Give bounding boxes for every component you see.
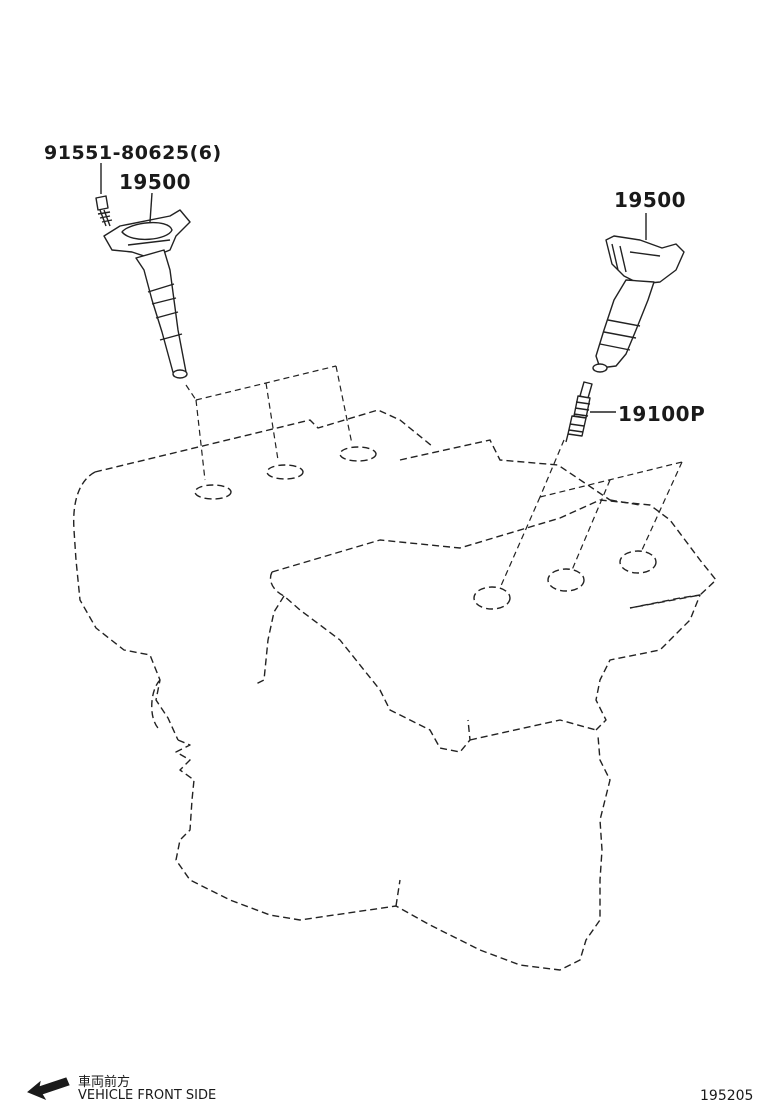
vehicle-front-label-jp: 車両前方 — [78, 1075, 131, 1090]
ignition-coil-left — [95, 163, 191, 379]
arrow-left-down-icon — [27, 1077, 70, 1101]
spark-plug — [565, 381, 616, 443]
engine-block-outline — [72, 409, 717, 971]
spark-plug-part-number: 19100P — [618, 402, 706, 426]
installation-leader-lines — [185, 365, 683, 589]
vehicle-front-label-en: VEHICLE FRONT SIDE — [78, 1088, 217, 1103]
coil-right-part-number: 19500 — [614, 188, 687, 212]
bolt-part-number: 91551-80625(6) — [44, 142, 222, 164]
coil-left-part-number: 19500 — [119, 170, 192, 194]
ignition-coil-right — [592, 213, 685, 373]
plug-hole-markers — [194, 446, 657, 610]
diagram-id: 195205 — [700, 1088, 754, 1104]
